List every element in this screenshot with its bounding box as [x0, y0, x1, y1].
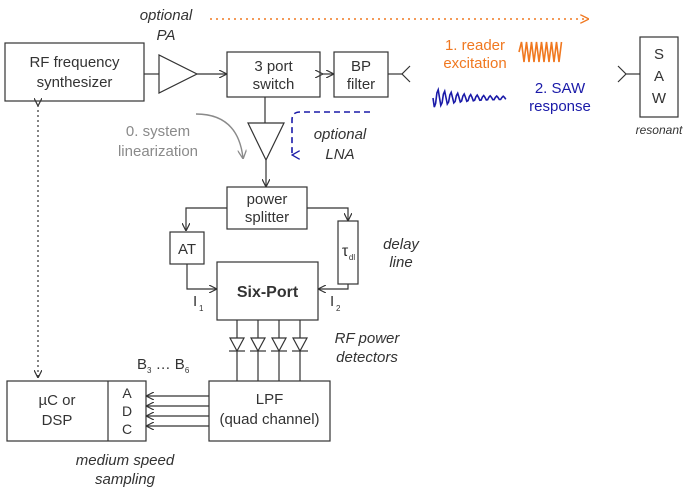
resonant-label: resonant [636, 123, 683, 137]
uc-dsp-label-2: DSP [42, 412, 73, 429]
b-range-label: B3 … B6 [137, 356, 190, 375]
wire-splitter-delay [307, 207, 348, 220]
detector-diode-2 [249, 320, 267, 381]
uc-dsp-box [6, 380, 147, 442]
bp-filter-label-2: filter [347, 76, 375, 93]
detector-diode-3 [270, 320, 288, 381]
wire-delay-sixport [319, 284, 349, 289]
i1-label: I [193, 293, 197, 310]
rf-synthesizer-label-2: synthesizer [37, 74, 113, 91]
rf-synthesizer-label-1: RF frequency [29, 54, 120, 71]
lpf-box [208, 380, 331, 442]
saw-response-label-2: response [529, 98, 591, 115]
lpf-label-2: (quad channel) [219, 411, 319, 428]
optional-pa-label-1: optional [140, 7, 193, 24]
saw-letter-s: S [654, 46, 664, 63]
sys-lin-label-2: linearization [118, 143, 198, 160]
rf-power-detectors [228, 320, 309, 381]
tau-subscript: dl [349, 253, 355, 262]
sys-lin-label-1: 0. system [126, 123, 190, 140]
power-splitter-box [226, 186, 308, 230]
lpf-label-1: LPF [256, 391, 284, 408]
saw-response-label-1: 2. SAW [535, 80, 586, 97]
wire-at-sixport [186, 264, 216, 289]
tau-symbol: τ [342, 243, 349, 260]
saw-letter-a: A [654, 68, 664, 85]
delay-line-label-2: line [389, 254, 412, 271]
optional-lna-label-1: optional [314, 126, 367, 143]
saw-letter-w: W [652, 90, 667, 107]
switch-label-1: 3 port [254, 58, 293, 75]
pa-amplifier-icon [158, 54, 199, 94]
adc-letter-d: D [122, 403, 132, 419]
wire-splitter-at [186, 207, 227, 230]
switch-label-2: switch [253, 76, 295, 93]
attenuator-label: AT [178, 241, 196, 258]
saw-response-wave [432, 86, 507, 109]
optional-pa-label-2: PA [157, 27, 176, 44]
saw-antenna-icon [617, 65, 627, 83]
six-port-box [216, 261, 319, 321]
i2-label: I [330, 293, 334, 310]
uc-dsp-label-1: µC or [39, 392, 76, 409]
lpf-adc-arrows [147, 396, 209, 426]
power-splitter-label-1: power [247, 191, 288, 208]
bp-filter-box [333, 51, 389, 98]
delay-line-label-1: delay [383, 236, 420, 253]
i2-subscript: 2 [336, 304, 341, 313]
rf-power-detectors-label-1: RF power [335, 330, 401, 347]
switch-box [226, 51, 321, 98]
medium-speed-label-2: sampling [95, 471, 156, 488]
six-port-label: Six-Port [237, 284, 299, 301]
i1-subscript: 1 [199, 304, 204, 313]
reader-excitation-label-2: excitation [443, 55, 506, 72]
attenuator-box [169, 231, 205, 265]
detector-diode-1 [228, 320, 246, 381]
rf-synthesizer-box [4, 42, 145, 102]
excitation-wave [518, 41, 563, 63]
adc-letter-a: A [122, 385, 132, 401]
reader-excitation-label-1: 1. reader [445, 37, 505, 54]
power-splitter-label-2: splitter [245, 209, 289, 226]
response-path-arrow [292, 111, 370, 155]
optional-lna-label-2: LNA [325, 146, 354, 163]
linearization-arrow [195, 113, 243, 158]
bp-filter-label-1: BP [351, 58, 371, 75]
medium-speed-label-1: medium speed [76, 452, 175, 469]
saw-box [639, 36, 679, 118]
lna-amplifier-icon [247, 122, 285, 162]
adc-letter-c: C [122, 421, 132, 437]
rf-power-detectors-label-2: detectors [336, 349, 398, 366]
detector-diode-4 [291, 320, 309, 381]
reader-antenna-icon [401, 65, 411, 83]
